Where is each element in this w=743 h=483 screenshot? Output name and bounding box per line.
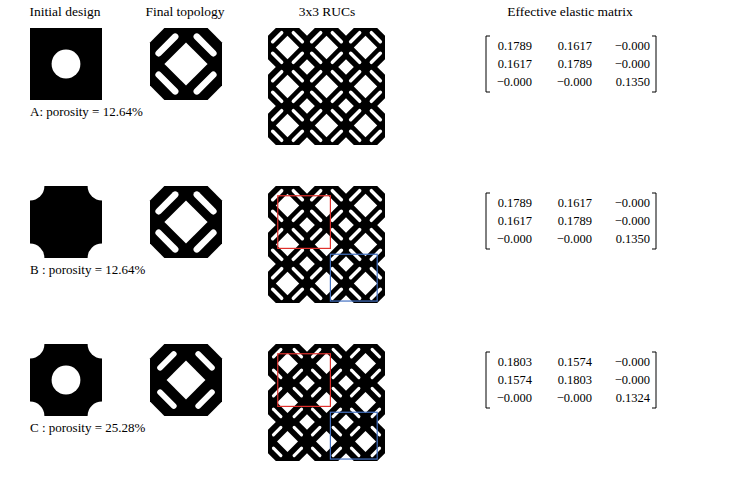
- table-cell: −0.000: [480, 390, 532, 406]
- table-cell: 0.1324: [598, 390, 650, 406]
- table-cell: −0.000: [480, 231, 532, 247]
- table-cell: 0.1617: [480, 213, 532, 229]
- table-cell: 0.1574: [480, 372, 532, 388]
- column-header: Effective elastic matrix: [507, 4, 633, 20]
- table-cell: 0.1803: [540, 372, 592, 388]
- row-label: C : porosity = 25.28%: [30, 420, 145, 436]
- table-cell: −0.000: [598, 372, 650, 388]
- table-cell: −0.000: [598, 213, 650, 229]
- final-topology: [150, 28, 222, 100]
- final-topology: [150, 186, 222, 258]
- table-cell: −0.000: [480, 74, 532, 90]
- table-cell: 0.1789: [480, 195, 532, 211]
- column-header: 3x3 RUCs: [299, 4, 356, 20]
- table-cell: −0.000: [540, 74, 592, 90]
- blue-frame: [330, 254, 377, 301]
- initial-design: [16, 172, 117, 273]
- column-header: Final topology: [145, 4, 224, 20]
- table-cell: 0.1617: [540, 195, 592, 211]
- table-cell: −0.000: [598, 195, 650, 211]
- table-cell: −0.000: [598, 56, 650, 72]
- table-cell: 0.1803: [480, 354, 532, 370]
- ruc-array: [268, 186, 385, 303]
- initial-design: [16, 330, 117, 431]
- table-cell: 0.1789: [480, 38, 532, 54]
- table-cell: 0.1350: [598, 74, 650, 90]
- table-cell: 0.1574: [540, 354, 592, 370]
- ruc-array: [268, 28, 385, 145]
- blue-frame: [330, 412, 377, 459]
- row-label: B : porosity = 12.64%: [30, 262, 145, 278]
- initial-design: [30, 28, 102, 100]
- table-cell: 0.1789: [540, 56, 592, 72]
- table-cell: −0.000: [598, 354, 650, 370]
- red-frame: [278, 354, 331, 407]
- table-cell: −0.000: [598, 38, 650, 54]
- column-header: Initial design: [30, 4, 101, 20]
- table-cell: 0.1617: [480, 56, 532, 72]
- table-cell: 0.1617: [540, 38, 592, 54]
- table-cell: 0.1350: [598, 231, 650, 247]
- ruc-array: [268, 344, 385, 461]
- table-cell: −0.000: [540, 390, 592, 406]
- final-topology: [150, 344, 222, 416]
- row-label: A: porosity = 12.64%: [30, 104, 143, 120]
- table-cell: −0.000: [540, 231, 592, 247]
- table-cell: 0.1789: [540, 213, 592, 229]
- red-frame: [278, 196, 331, 249]
